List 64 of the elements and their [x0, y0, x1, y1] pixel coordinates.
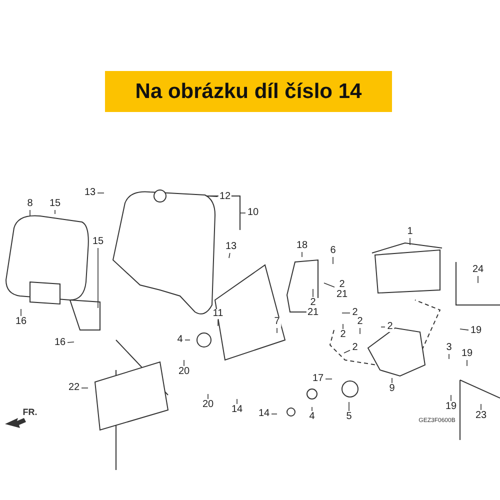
leader-line: [236, 398, 238, 404]
leader-line: [20, 308, 22, 316]
callout-text: 18: [296, 241, 308, 251]
front-direction-label: FR.: [22, 407, 38, 417]
callout-text: 8: [27, 199, 33, 209]
leader-line: [276, 328, 278, 334]
callout-text: 5: [346, 412, 352, 422]
callout-text: 6: [330, 246, 336, 256]
callout-text: 13: [225, 242, 237, 252]
callout-text: 3: [446, 343, 452, 353]
callout-text: 24: [472, 265, 484, 275]
callout-text: 23: [475, 411, 487, 421]
leader-line: [460, 328, 469, 330]
callout-text: 2: [387, 322, 393, 332]
callout-text: 13: [84, 188, 96, 198]
callout-text: 20: [178, 367, 190, 377]
callout-text: 4: [177, 335, 183, 345]
callout-text: 1: [407, 227, 413, 237]
leader-line: [348, 402, 350, 412]
callout-text: 15: [49, 199, 61, 209]
callout-text: 7: [274, 317, 280, 327]
callout-text: 14: [231, 405, 243, 415]
callout-text: 22: [68, 383, 80, 393]
callout-text: 2: [310, 298, 316, 308]
title: Na obrázku díl číslo 14: [135, 80, 362, 104]
leader-line: [332, 256, 334, 264]
leader-line: [206, 196, 218, 197]
callout-text: 10: [247, 208, 259, 218]
leader-line: [325, 378, 332, 380]
callout-text: 17: [312, 374, 324, 384]
leader-line: [312, 288, 314, 298]
leader-line: [342, 324, 344, 330]
leader-line: [450, 394, 452, 402]
callout-text: 2: [352, 343, 358, 353]
callout-text: 21: [307, 308, 319, 318]
callout-text: 9: [389, 384, 395, 394]
leader-line: [54, 210, 56, 214]
callout-text: 12: [219, 192, 231, 202]
leader-line: [324, 282, 335, 288]
callout-text: 14: [258, 409, 270, 419]
callout-text: 19: [445, 402, 457, 412]
callout-text: 19: [461, 349, 473, 359]
leader-line: [228, 252, 230, 258]
callout-text: 11: [212, 309, 224, 319]
leader-line: [97, 192, 104, 194]
leader-line: [342, 312, 350, 314]
callout-text: 16: [54, 338, 66, 348]
callout-text: 15: [92, 237, 104, 247]
callout-text: 4: [309, 412, 315, 422]
callout-text: 2: [339, 280, 345, 290]
callout-text: 2: [352, 308, 358, 318]
leader-line: [240, 212, 246, 214]
callout-text: 2: [340, 330, 346, 340]
leader-line: [480, 404, 482, 410]
leader-line: [448, 354, 450, 360]
callout-text: 2: [357, 317, 363, 327]
leader-line: [344, 350, 350, 354]
leader-line: [380, 326, 386, 328]
callout-text: 21: [336, 290, 348, 300]
callout-text: 19: [470, 326, 482, 336]
leader-line: [67, 342, 74, 343]
leader-line: [466, 360, 468, 366]
callout-text: 20: [202, 400, 214, 410]
callout-text: 16: [15, 317, 27, 327]
